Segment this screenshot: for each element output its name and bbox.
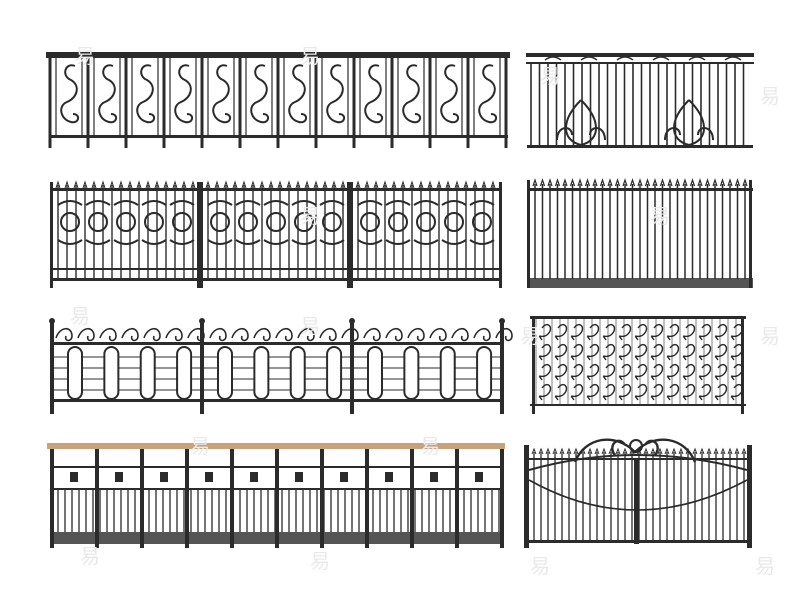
railing-ornamental-pickets xyxy=(526,53,754,148)
railing-oval-balusters xyxy=(49,318,513,414)
railing-wood-handrail xyxy=(47,443,505,548)
fence-spear-pickets xyxy=(527,178,753,288)
fence-three-scroll-panels xyxy=(50,180,502,288)
fence-scroll-lattice-panel xyxy=(530,316,746,414)
fence-gate-arched xyxy=(524,438,752,548)
railing-scroll-panels xyxy=(46,52,510,148)
